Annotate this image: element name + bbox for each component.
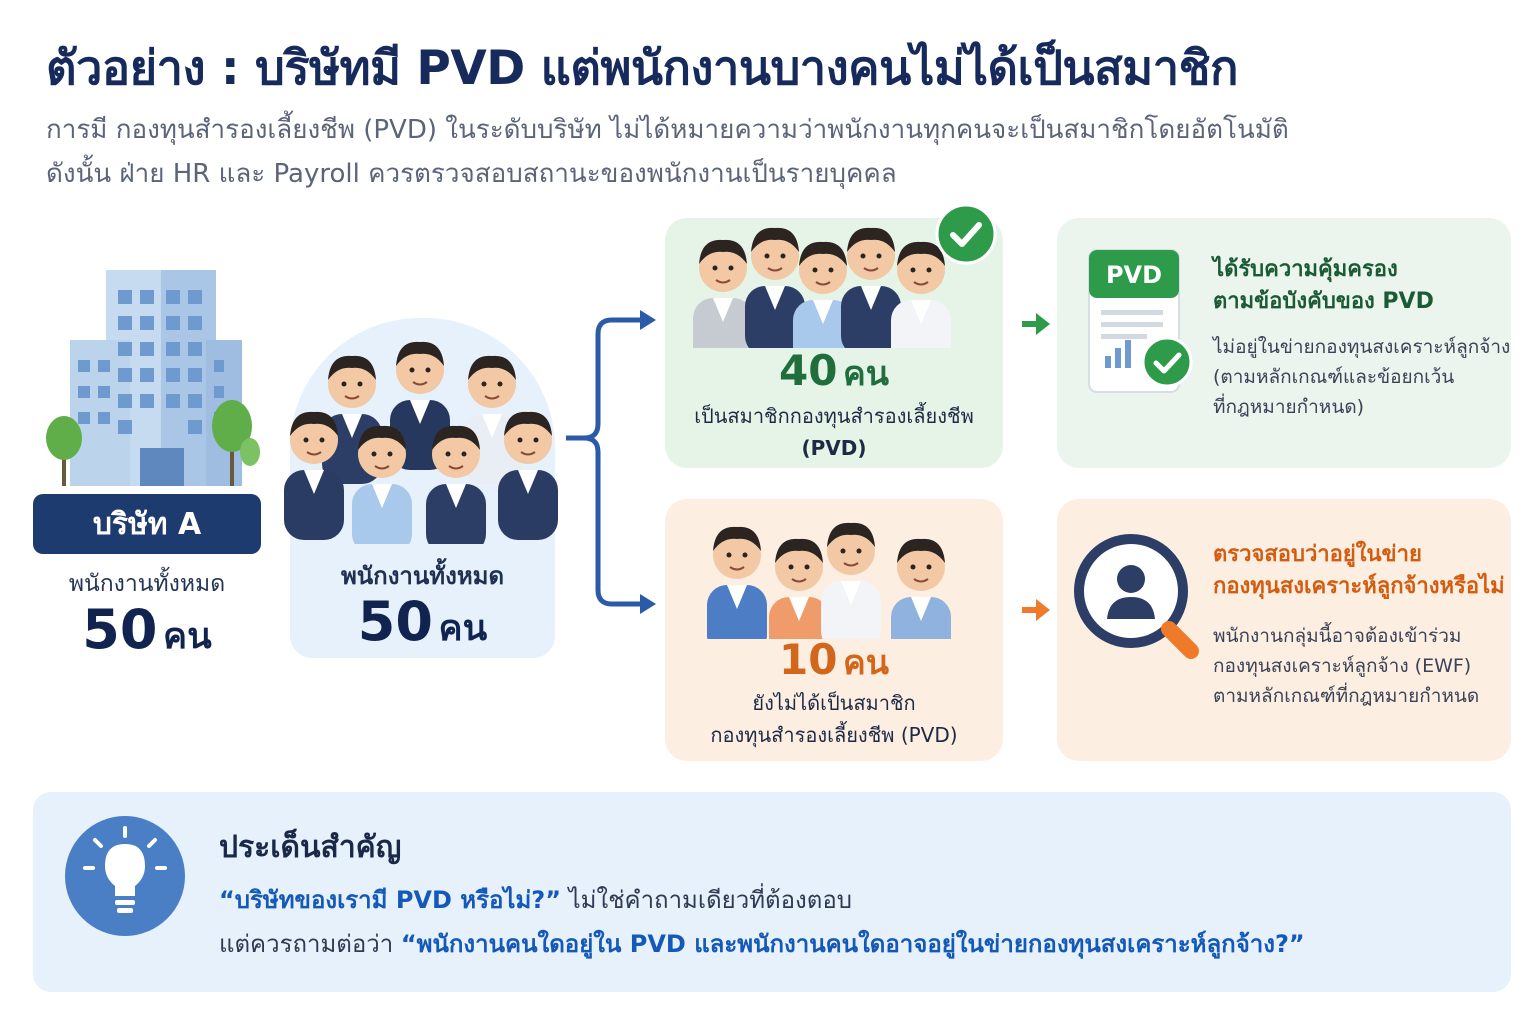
company-count-number: 50 <box>82 598 158 661</box>
ewf-title-line-1: ตรวจสอบว่าอยู่ในข่าย <box>1213 542 1422 567</box>
non-members-desc-line-2: กองทุนสำรองเลี้ยงชีพ (PVD) <box>710 723 958 747</box>
employee-group-illustration <box>283 340 559 544</box>
ewf-title-line-2: กองทุนสงเคราะห์ลูกจ้างหรือไม่ <box>1213 574 1505 599</box>
non-members-count-unit: คน <box>843 643 890 683</box>
page-title: ตัวอย่าง : บริษัทมี PVD แต่พนักงานบางคนไ… <box>46 41 1238 96</box>
arrow-right-orange-icon <box>1022 599 1050 621</box>
ewf-check-title: ตรวจสอบว่าอยู่ในข่าย กองทุนสงเคราะห์ลูกจ… <box>1213 539 1505 603</box>
arrow-right-green-icon <box>1022 313 1050 335</box>
subtitle-line-1: การมี กองทุนสำรองเลี้ยงชีพ (PVD) ในระดับ… <box>46 115 1289 145</box>
all-employees-count-unit: คน <box>438 608 488 649</box>
document-chart-icon: PVD <box>1088 249 1193 393</box>
members-desc-line-1: เป็นสมาชิกกองทุนสำรองเลี้ยงชีพ <box>694 404 974 428</box>
pvd-title-line-1: ได้รับความคุ้มครอง <box>1213 257 1398 282</box>
non-member-group-illustration <box>706 521 952 639</box>
branch-arrows <box>566 310 656 614</box>
pvd-coverage-title: ได้รับความคุ้มครอง ตามข้อบังคับของ PVD <box>1213 254 1434 318</box>
pvd-coverage-box: PVD ได้รับความคุ้มครอง ตามข้อบังคับของ P… <box>1057 218 1511 468</box>
company-employee-label: พนักงานทั้งหมด <box>68 571 226 597</box>
pvd-title-line-2: ตามข้อบังคับของ PVD <box>1213 289 1434 314</box>
company-name-badge: บริษัท A <box>33 494 261 554</box>
pvd-body-line-1: ไม่อยู่ในข่ายกองทุนสงเคราะห์ลูกจ้าง <box>1213 336 1511 358</box>
pvd-doc-label: PVD <box>1106 261 1162 289</box>
key-point-panel: ประเด็นสำคัญ “บริษัทของเรามี PVD หรือไม่… <box>33 792 1511 992</box>
page-subtitle: การมี กองทุนสำรองเลี้ยงชีพ (PVD) ในระดับ… <box>46 108 1289 196</box>
pvd-body-line-3: ที่กฎหมายกำหนด) <box>1213 396 1365 418</box>
members-count-number: 40 <box>778 346 838 395</box>
subtitle-line-2: ดังนั้น ฝ่าย HR และ Payroll ควรตรวจสอบสถ… <box>46 159 897 189</box>
all-employees-count: 50 คน <box>290 590 555 656</box>
company-employee-count: 50 คน <box>30 598 264 664</box>
check-circle-icon <box>935 203 997 265</box>
ewf-check-body: พนักงานกลุ่มนี้อาจต้องเข้าร่วม กองทุนสงเ… <box>1213 621 1479 711</box>
ewf-body-line-3: ตามหลักเกณฑ์ที่กฎหมายกำหนด <box>1213 685 1480 707</box>
non-members-count: 10 คน <box>665 635 1003 689</box>
members-box: 40 คน เป็นสมาชิกกองทุนสำรองเลี้ยงชีพ (PV… <box>665 218 1003 468</box>
key-point-line-1: “บริษัทของเรามี PVD หรือไม่?” ไม่ใช่คำถา… <box>219 880 852 919</box>
ewf-body-line-2: กองทุนสงเคราะห์ลูกจ้าง (EWF) <box>1213 655 1472 677</box>
non-members-description: ยังไม่ได้เป็นสมาชิก กองทุนสำรองเลี้ยงชีพ… <box>665 687 1003 751</box>
pvd-body-line-2: (ตามหลักเกณฑ์และข้อยกเว้น <box>1213 366 1455 388</box>
key-point-line-2-start: แต่ควรถามต่อว่า <box>219 930 401 958</box>
key-point-question-1: “บริษัทของเรามี PVD หรือไม่?” <box>219 886 561 914</box>
pvd-coverage-body: ไม่อยู่ในข่ายกองทุนสงเคราะห์ลูกจ้าง (ตาม… <box>1213 332 1510 422</box>
lightbulb-icon <box>65 816 185 936</box>
non-members-count-number: 10 <box>778 635 838 684</box>
members-description: เป็นสมาชิกกองทุนสำรองเลี้ยงชีพ (PVD) <box>665 400 1003 464</box>
all-employees-label: พนักงานทั้งหมด <box>340 562 505 590</box>
office-building-icon <box>46 270 260 486</box>
non-members-box: 10 คน ยังไม่ได้เป็นสมาชิก กองทุนสำรองเลี… <box>665 499 1003 761</box>
all-employees-panel: พนักงานทั้งหมด 50 คน <box>270 318 580 660</box>
members-desc-line-2: (PVD) <box>801 436 867 460</box>
key-point-line-1-rest: ไม่ใช่คำถามเดียวที่ต้องตอบ <box>560 886 852 914</box>
members-count-unit: คน <box>843 354 890 394</box>
key-point-line-2: แต่ควรถามต่อว่า “พนักงานคนใดอยู่ใน PVD แ… <box>219 924 1305 963</box>
magnifier-person-icon <box>1074 534 1199 659</box>
key-point-title: ประเด็นสำคัญ <box>219 830 402 865</box>
company-count-unit: คน <box>163 616 212 657</box>
ewf-body-line-1: พนักงานกลุ่มนี้อาจต้องเข้าร่วม <box>1213 625 1462 647</box>
non-members-desc-line-1: ยังไม่ได้เป็นสมาชิก <box>752 691 916 715</box>
all-employees-count-number: 50 <box>357 590 433 653</box>
company-panel: บริษัท A พนักงานทั้งหมด 50 คน <box>30 260 262 661</box>
key-point-question-2: “พนักงานคนใดอยู่ใน PVD และพนักงานคนใดอาจ… <box>400 930 1305 958</box>
members-count: 40 คน <box>665 346 1003 400</box>
ewf-check-box: ตรวจสอบว่าอยู่ในข่าย กองทุนสงเคราะห์ลูกจ… <box>1057 499 1511 761</box>
